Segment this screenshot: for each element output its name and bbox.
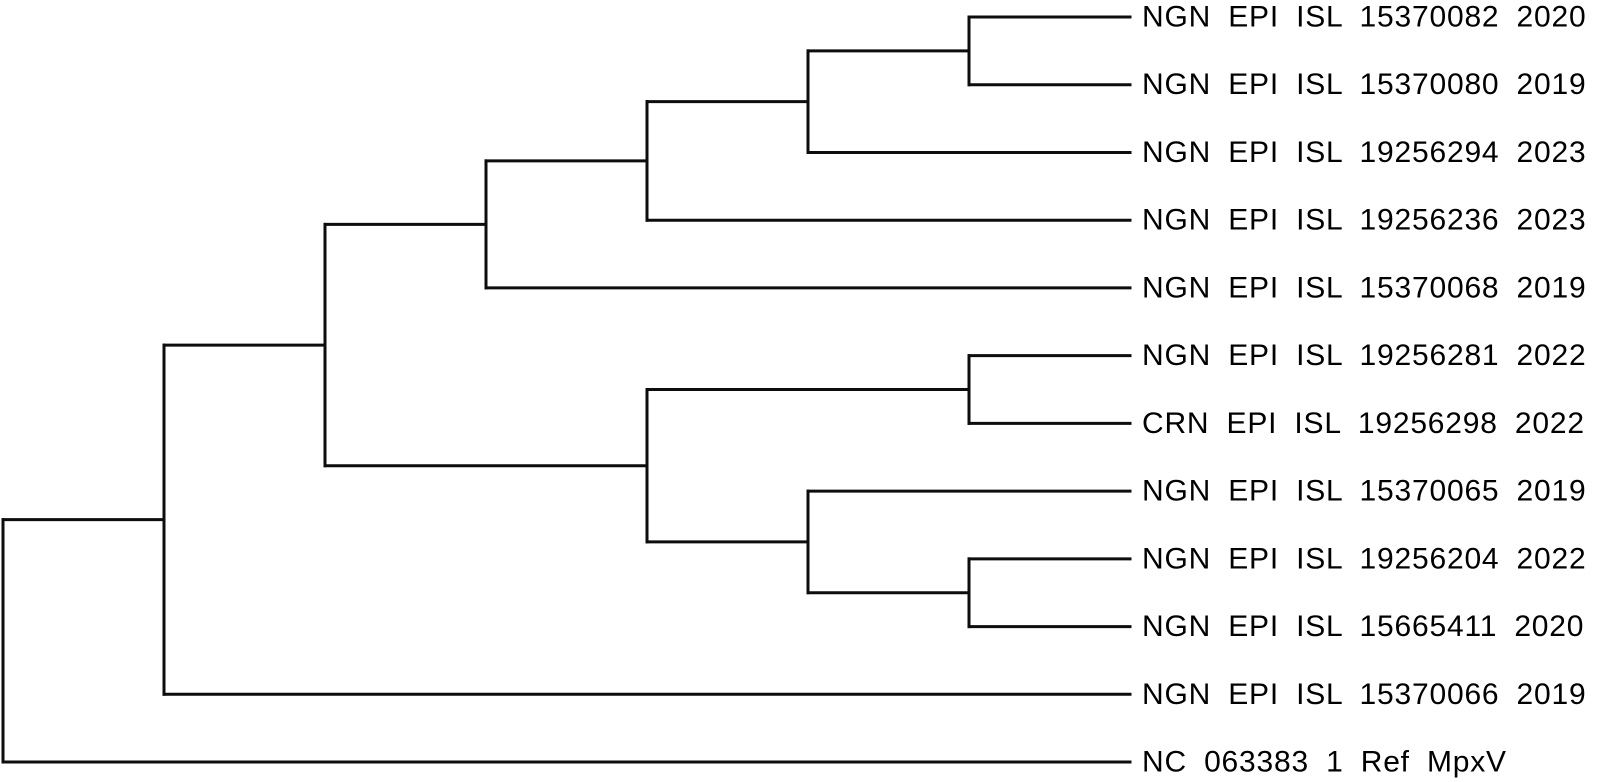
taxon-label: CRN EPI ISL 19256298 2022 — [1142, 407, 1585, 440]
taxon-label: NGN EPI ISL 15370068 2019 — [1142, 271, 1587, 304]
taxon-label: NGN EPI ISL 15370082 2020 — [1142, 1, 1587, 34]
taxon-label: NC 063383 1 Ref MpxV — [1142, 746, 1507, 779]
taxon-label: NGN EPI ISL 15665411 2020 — [1142, 610, 1584, 643]
taxon-label: NGN EPI ISL 15370065 2019 — [1142, 475, 1587, 508]
taxon-label: NGN EPI ISL 15370080 2019 — [1142, 68, 1587, 101]
taxon-label: NGN EPI ISL 19256204 2022 — [1142, 542, 1587, 575]
taxon-label: NGN EPI ISL 19256236 2023 — [1142, 204, 1587, 237]
taxon-label: NGN EPI ISL 19256294 2023 — [1142, 136, 1587, 169]
taxon-label: NGN EPI ISL 19256281 2022 — [1142, 339, 1587, 372]
taxon-label: NGN EPI ISL 15370066 2019 — [1142, 678, 1587, 711]
